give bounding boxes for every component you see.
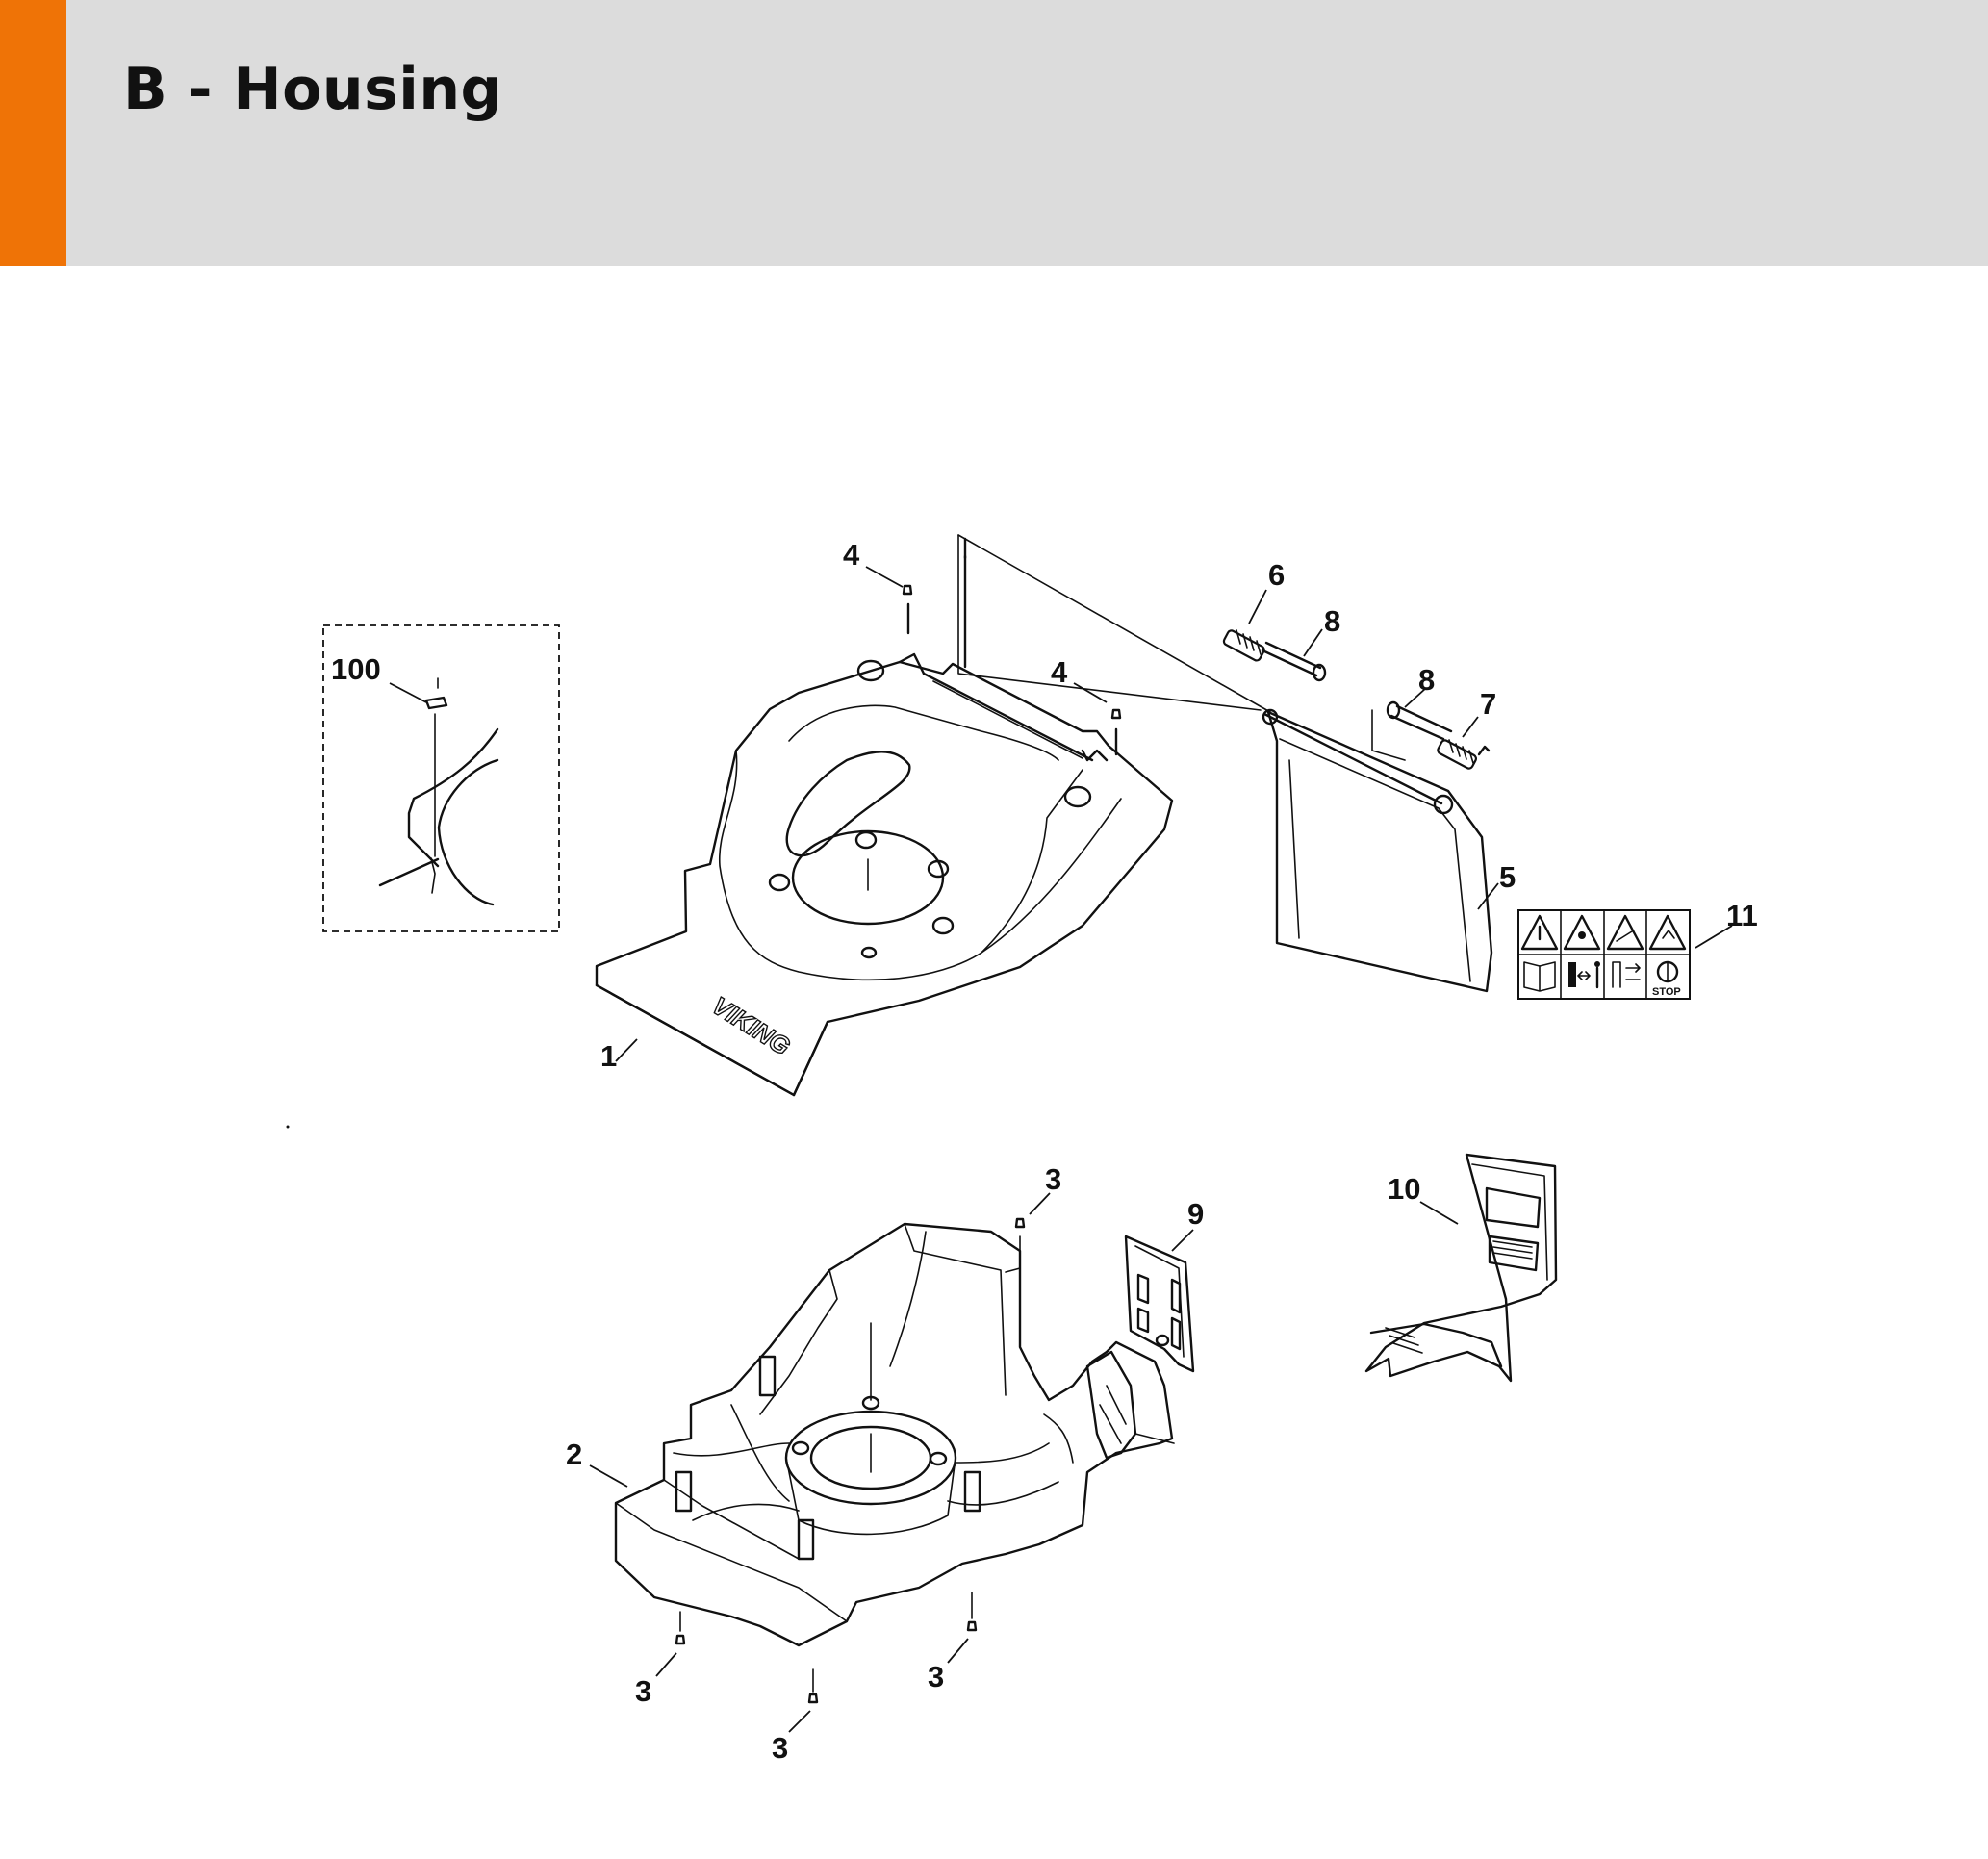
callout-6: 6 bbox=[1268, 558, 1285, 592]
part-5-rear-flap bbox=[1262, 708, 1493, 993]
part-3-screw-bottom-right bbox=[966, 1592, 978, 1632]
callout-4-right: 4 bbox=[1051, 655, 1068, 689]
callout-3-bottom-left: 3 bbox=[635, 1674, 651, 1708]
callout-3-bottom-right: 3 bbox=[928, 1660, 944, 1693]
part-2-lower-housing bbox=[614, 1222, 1175, 1647]
warning-label-stop-text: STOP bbox=[1652, 986, 1681, 998]
callout-100: 100 bbox=[331, 652, 381, 686]
callout-3-top: 3 bbox=[1045, 1162, 1061, 1196]
callout-8-upper: 8 bbox=[1324, 604, 1340, 638]
callout-2: 2 bbox=[566, 1438, 582, 1471]
callout-8-lower: 8 bbox=[1418, 663, 1435, 697]
part-4-screw-left bbox=[902, 584, 913, 635]
callout-5: 5 bbox=[1499, 860, 1516, 894]
page-header: B - Housing bbox=[0, 0, 1988, 266]
part-10-grass-catcher-frame bbox=[1364, 1153, 1558, 1383]
callout-1: 1 bbox=[600, 1039, 617, 1073]
part-8-pin-lower bbox=[1386, 700, 1453, 741]
part-3-screw-top bbox=[1005, 1217, 1026, 1273]
part-7-spring bbox=[1437, 739, 1491, 770]
brand-logo-viking: VIKING bbox=[707, 991, 796, 1061]
callout-4-left: 4 bbox=[843, 538, 860, 572]
callout-3-bottom-center: 3 bbox=[772, 1731, 788, 1765]
part-3-screw-bottom-left bbox=[675, 1611, 686, 1645]
part-11-warning-label: STOP bbox=[1517, 909, 1691, 1000]
detail-inset-100 bbox=[322, 624, 560, 932]
part-1-top-cover: VIKING bbox=[595, 537, 1174, 1097]
part-9-side-cover bbox=[1124, 1235, 1195, 1373]
part-8-pin-upper bbox=[1261, 641, 1327, 682]
callout-9: 9 bbox=[1187, 1197, 1204, 1231]
callout-7: 7 bbox=[1480, 687, 1496, 721]
part-6-spring bbox=[1222, 629, 1265, 662]
callout-10: 10 bbox=[1388, 1172, 1420, 1206]
part-3-screw-bottom-center bbox=[807, 1668, 819, 1704]
callout-11: 11 bbox=[1726, 899, 1758, 932]
part-4-screw-right bbox=[1110, 708, 1122, 756]
page-title: B - Housing bbox=[123, 56, 503, 123]
header-accent-bar bbox=[0, 0, 66, 266]
